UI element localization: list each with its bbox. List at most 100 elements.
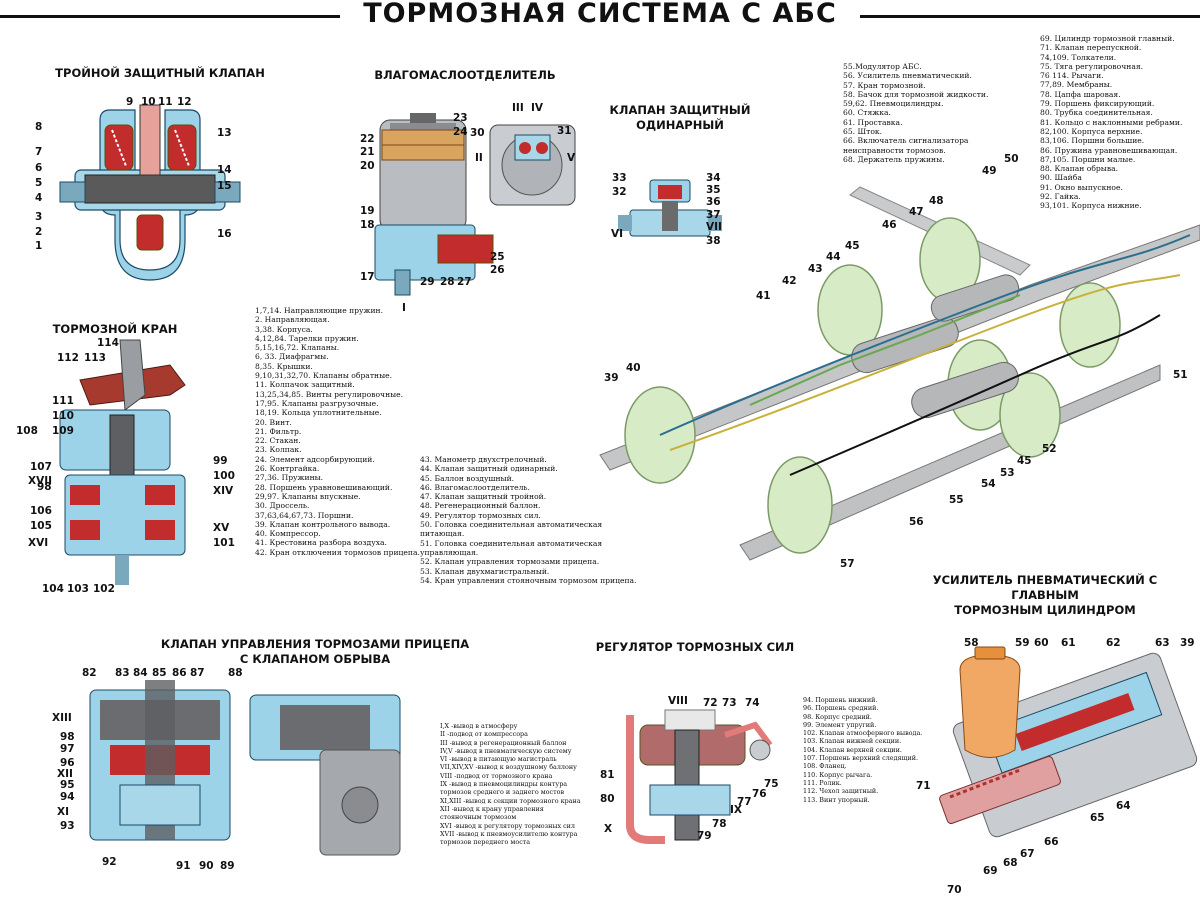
legend-entry: неисправности тормозов. xyxy=(843,145,946,155)
legend-entry: 103. Клапан нижней секции. xyxy=(803,737,902,746)
callout-39-booster: 39 xyxy=(1180,637,1195,649)
callout-104: 104 xyxy=(42,583,64,595)
legend-entry: 17,95. Клапаны разгрузочные. xyxy=(255,398,379,408)
callout-100: 100 xyxy=(213,470,235,482)
callout-25: 25 xyxy=(490,251,505,263)
title-rule-left xyxy=(0,15,340,18)
callout-27: 27 xyxy=(457,276,472,288)
callout-16: 16 xyxy=(217,228,232,240)
heading-triple-valve: ТРОЙНОЙ ЗАЩИТНЫЙ КЛАПАН xyxy=(55,66,265,80)
legend-entry: 39. Клапан контрольного вывода. xyxy=(255,519,391,529)
callout-101: 101 xyxy=(213,537,235,549)
callout-38: 38 xyxy=(706,235,721,247)
callout-57: 57 xyxy=(840,558,855,570)
legend-entry: 2. Направляющая. xyxy=(255,315,330,325)
callout-31: 31 xyxy=(557,125,572,137)
heading-single-valve: КЛАПАН ЗАЩИТНЫЙ ОДИНАРНЫЙ xyxy=(595,103,765,133)
chassis-frame xyxy=(599,186,1200,561)
callout-9: 9 xyxy=(126,96,134,108)
port-VII: VII xyxy=(706,221,722,233)
legend-entry: 94. Поршень нижний. xyxy=(803,696,878,704)
callout-45a: 45 xyxy=(845,240,860,252)
legend-entry: 41. Крестовина разбора воздуха. xyxy=(255,538,387,548)
legend-entry: 104. Клапан верхней секции. xyxy=(803,745,902,754)
callout-46: 46 xyxy=(882,219,897,231)
callout-84: 84 xyxy=(133,667,148,679)
legend-entry: 79. Поршень фиксирующий. xyxy=(1040,99,1155,109)
heading-trailer-valve-line2: С КЛАПАНОМ ОБРЫВА xyxy=(239,652,391,666)
port-XIV: XIV xyxy=(213,485,234,497)
legend-entry: 93,101. Корпуса нижние. xyxy=(1040,201,1142,211)
callout-42: 42 xyxy=(782,275,797,287)
separator-side-view xyxy=(489,124,576,206)
callout-92: 92 xyxy=(102,856,117,868)
legend-entry: 20. Винт. xyxy=(255,417,292,427)
legend-entry: 27,36. Пружины. xyxy=(255,473,324,483)
legend-parts-3: 55.Модулятор АБС.56. Усилитель пневматич… xyxy=(843,62,988,164)
callout-67: 67 xyxy=(1020,848,1035,860)
callout-37: 37 xyxy=(706,209,721,221)
legend-entry: XI,XIII -вывод к секции тормозного крана xyxy=(440,796,581,805)
callout-60: 60 xyxy=(1034,637,1049,649)
callout-55: 55 xyxy=(949,494,964,506)
title-rule-right xyxy=(860,15,1200,18)
callout-3: 3 xyxy=(35,211,43,223)
callout-5: 5 xyxy=(35,177,43,189)
separator-canister xyxy=(374,113,494,296)
booster-diagram xyxy=(939,646,1198,838)
legend-entry: 40. Компрессор. xyxy=(255,529,321,539)
callout-13: 13 xyxy=(217,127,232,139)
legend-entry: 56. Усилитель пневматический. xyxy=(843,71,972,81)
legend-entry: 11. Колпачок защитный. xyxy=(255,380,355,390)
legend-entry: 90. Шайба xyxy=(1040,173,1082,183)
legend-entry: 65. Шток. xyxy=(843,127,883,137)
chassis-air-lines xyxy=(659,234,1191,476)
callout-64: 64 xyxy=(1116,800,1131,812)
legend-parts-2: 43. Манометр двухстрелочный.44. Клапан з… xyxy=(420,455,636,585)
callout-10: 10 xyxy=(141,96,156,108)
callout-95: 95 xyxy=(60,779,75,791)
legend-entry: питающая. xyxy=(420,529,465,539)
legend-entry: 92. Гайка. xyxy=(1040,192,1081,202)
legend-entry: XII -вывод к крану управления xyxy=(440,804,544,813)
callout-80: 80 xyxy=(600,793,615,805)
legend-entry: 47. Клапан защитный тройной. xyxy=(420,492,547,502)
heading-booster: УСИЛИТЕЛЬ ПНЕВМАТИЧЕСКИЙ С ГЛАВНЫМ ТОРМО… xyxy=(900,573,1190,618)
callout-18: 18 xyxy=(360,219,375,231)
callout-97: 97 xyxy=(60,743,75,755)
port-XVII: XVII xyxy=(28,475,53,487)
callout-44: 44 xyxy=(826,251,841,263)
page-title-text: ТОРМОЗНАЯ СИСТЕМА С АБС xyxy=(353,0,847,29)
callout-76: 76 xyxy=(752,788,767,800)
heading-brake-valve: ТОРМОЗНОЙ КРАН xyxy=(52,322,178,336)
callout-41: 41 xyxy=(756,290,771,302)
callout-75: 75 xyxy=(764,778,779,790)
callout-24: 24 xyxy=(453,126,468,138)
callout-47: 47 xyxy=(909,206,924,218)
legend-entry: 78. Цапфа шаровая. xyxy=(1040,89,1121,99)
legend-entry: XVI -вывод к регулятору тормозных сил xyxy=(440,821,575,830)
legend-entry: 87,105. Поршни малые. xyxy=(1040,154,1136,164)
booster-body xyxy=(939,652,1198,838)
callout-86: 86 xyxy=(172,667,187,679)
callout-19: 19 xyxy=(360,205,375,217)
callout-20: 20 xyxy=(360,160,375,172)
legend-entry: 24. Элемент адсорбирующий. xyxy=(255,454,375,464)
regulator-diagram xyxy=(626,709,773,844)
callout-49: 49 xyxy=(982,165,997,177)
legend-entry: 5,15,16,72. Клапаны. xyxy=(255,343,340,353)
callout-6: 6 xyxy=(35,162,43,174)
legend-entry: 107. Поршень верхний следящий. xyxy=(803,754,919,763)
callout-29: 29 xyxy=(420,276,435,288)
legend-entry: 29,97. Клапаны впускные. xyxy=(255,491,361,501)
legend-parts-4: 69. Цилиндр тормозной главный.71. Клапан… xyxy=(1040,34,1182,211)
legend-entry: 61. Проставка. xyxy=(843,117,903,127)
callout-58: 58 xyxy=(964,637,979,649)
legend-entry: 51. Головка соединительная автоматическа… xyxy=(420,538,603,548)
callout-12: 12 xyxy=(177,96,192,108)
callout-48: 48 xyxy=(929,195,944,207)
callout-87: 87 xyxy=(190,667,205,679)
legend-entry: 102. Клапан атмосферного вывода. xyxy=(803,729,923,738)
legend-entry: XVII -вывод к пневмоусилителю контура xyxy=(440,829,578,838)
callout-94: 94 xyxy=(60,791,75,803)
